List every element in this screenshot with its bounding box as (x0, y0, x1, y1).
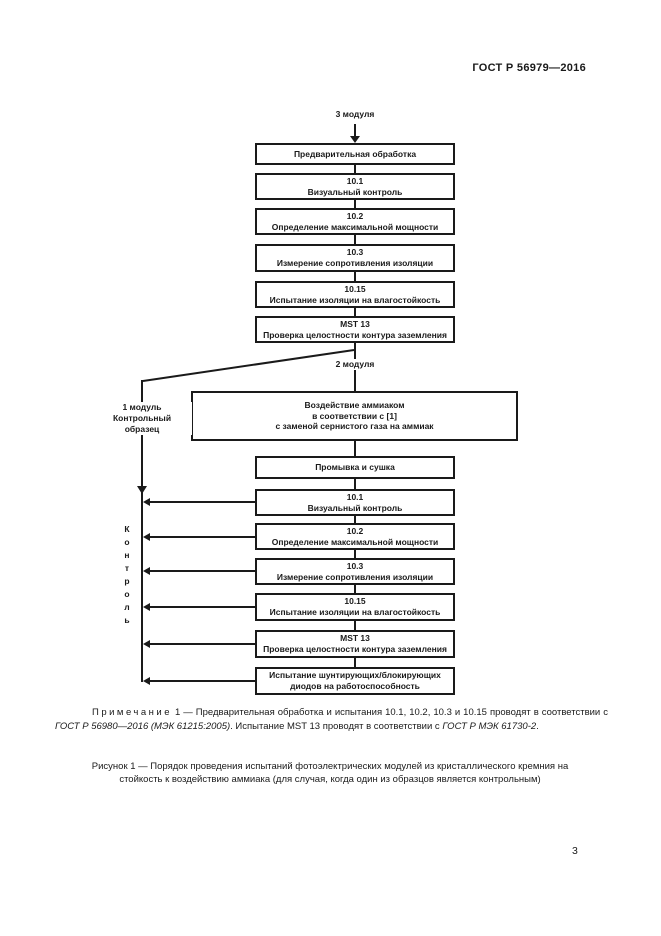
note-text-end: . (536, 721, 539, 733)
flow-box-lower-mst13: MST 13 Проверка целостности контура зазе… (255, 630, 455, 658)
flow-box-upper-10-3: 10.3 Измерение сопротивления изоляции (255, 244, 455, 272)
top-arrowhead (350, 136, 360, 143)
flow-box-code: 10.3 (346, 247, 364, 258)
figure-caption: Рисунок 1 — Порядок проведения испытаний… (91, 761, 569, 786)
note-text-before: Предварительная обработка и испытания 10… (195, 707, 608, 718)
flow-box-lower-10-2: 10.2 Определение максимальной мощности (255, 523, 455, 550)
flow-box-lower-10-3: 10.3 Измерение сопротивления изоляции (255, 558, 455, 585)
flow-box-lower-10-15: 10.15 Испытание изоляции на влагостойкос… (255, 593, 455, 621)
flow-box-code: 10.2 (346, 210, 364, 221)
control-line-arrowhead (137, 486, 147, 494)
flow-box-ammonia-line1: Воздействие аммиаком (304, 399, 405, 410)
label-control-vertical: Контроль (122, 524, 132, 628)
label-two-modules: 2 модуля (305, 359, 405, 371)
flow-box-pretreatment-label: Предварительная обработка (293, 148, 417, 159)
flow-box-code: 10.2 (346, 525, 364, 536)
flow-box-label: Испытание изоляции на влагостойкость (269, 294, 441, 305)
note-ref-gost-56980: ГОСТ Р 56980—2016 (МЭК 61215:2005) (55, 721, 231, 733)
flow-box-pretreatment: Предварительная обработка (255, 143, 455, 165)
flow-box-upper-10-1: 10.1 Визуальный контроль (255, 173, 455, 200)
label-three-modules: 3 модуля (335, 109, 375, 119)
note-ref-gost-61730: ГОСТ Р МЭК 61730-2 (442, 721, 537, 733)
flow-box-diode-test: Испытание шунтирующих/блокирующих диодов… (255, 667, 455, 695)
flow-box-diode-test-label: Испытание шунтирующих/блокирующих диодов… (269, 670, 441, 691)
flow-box-label: Испытание изоляции на влагостойкость (269, 607, 441, 617)
flow-box-ammonia-exposure: Воздействие аммиаком в соответствии с [1… (191, 391, 518, 441)
branch-diagonal-line (142, 349, 355, 382)
flow-box-code: 10.3 (346, 560, 364, 571)
flow-box-label: Измерение сопротивления изоляции (276, 258, 434, 268)
flow-box-label: Определение максимальной мощности (271, 221, 439, 232)
flow-box-label: Визуальный контроль (307, 186, 403, 197)
flow-box-label: Проверка целостности контура заземления (263, 644, 447, 654)
flow-box-code: 10.15 (344, 596, 366, 607)
flow-box-label: Измерение сопротивления изоляции (276, 571, 434, 582)
note-number: 1 — (172, 707, 196, 718)
flow-box-label: Проверка целостности контура заземления (263, 329, 447, 340)
document-title: ГОСТ Р 56979—2016 (472, 62, 586, 74)
flow-box-wash-dry: Промывка и сушка (255, 456, 455, 479)
label-control-module: 1 модуль Контрольный образец (92, 402, 192, 436)
note-text-mid: . Испытание MST 13 проводят в соответств… (230, 721, 443, 733)
flow-box-ammonia-line3: с заменой сернистого газа на аммиак (275, 421, 434, 432)
flow-box-upper-mst13: MST 13 Проверка целостности контура зазе… (255, 316, 455, 343)
flow-box-code: 10.1 (346, 491, 364, 502)
label-control-module-line2: Контрольный (112, 413, 172, 424)
flow-box-wash-dry-label: Промывка и сушка (315, 462, 395, 473)
flow-box-upper-10-2: 10.2 Определение максимальной мощности (255, 208, 455, 235)
flow-box-code: 10.1 (346, 175, 364, 186)
flow-box-label: Визуальный контроль (307, 502, 403, 513)
flow-box-ammonia-line2: в соответствии с [1] (312, 410, 397, 421)
label-control-module-line1: 1 модуль (122, 402, 162, 412)
flow-box-upper-10-15: 10.15 Испытание изоляции на влагостойкос… (255, 281, 455, 308)
note-paragraph: Примечание 1 — Предварительная обработка… (55, 706, 608, 734)
flow-box-code: 10.15 (344, 283, 366, 294)
flow-box-label: Определение максимальной мощности (271, 536, 439, 547)
flow-box-lower-10-1: 10.1 Визуальный контроль (255, 489, 455, 516)
page-number: 3 (572, 845, 578, 857)
flow-box-code: MST 13 (340, 318, 370, 329)
flow-box-code: MST 13 (340, 633, 370, 644)
note-label: Примечание (92, 707, 172, 718)
arrowheads (137, 136, 360, 685)
label-control-module-line3: образец (124, 424, 160, 435)
